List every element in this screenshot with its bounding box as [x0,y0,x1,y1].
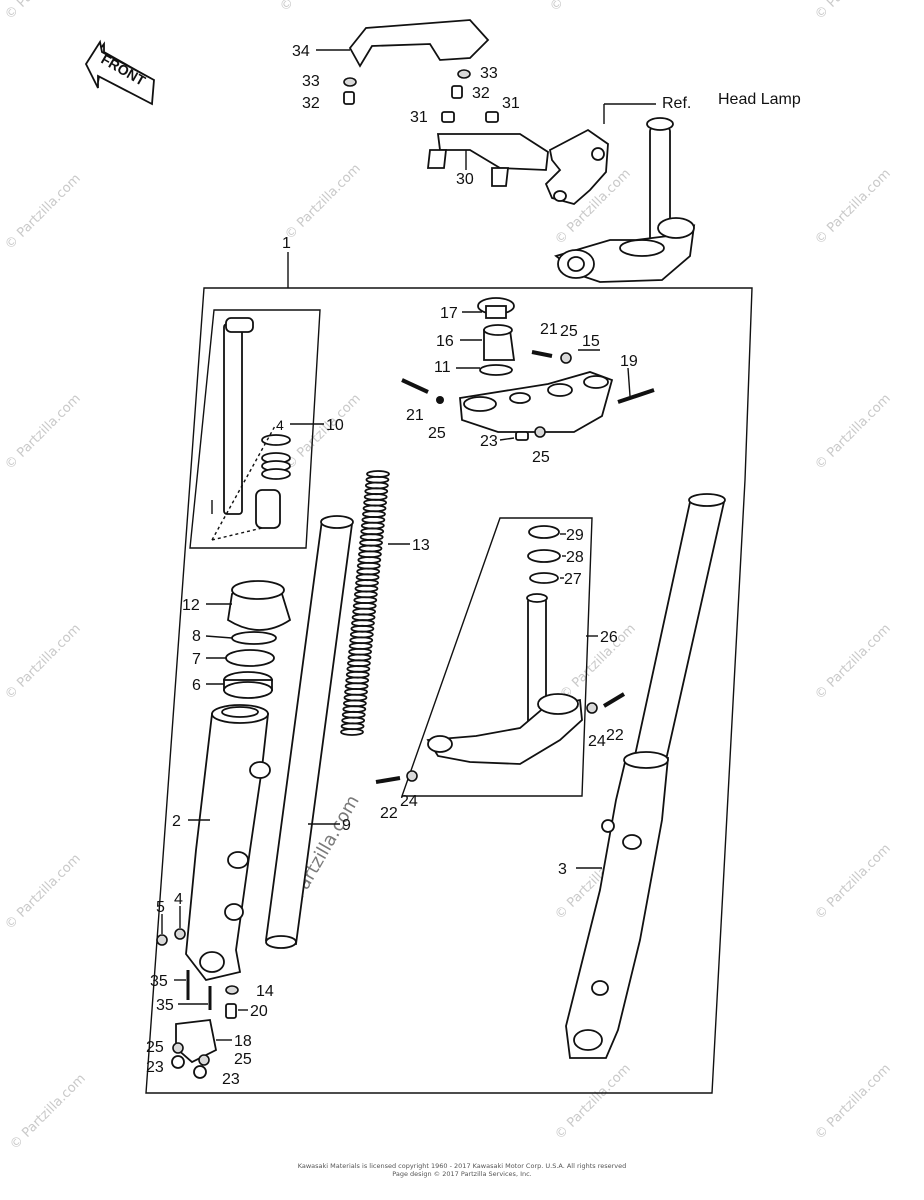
callout-24b: 24 [400,793,418,810]
fork-outer-tube-left: 2 [172,704,271,982]
fork-kit-outline: 1 [145,235,753,1094]
watermark: © Partzilla.com [812,1061,894,1143]
callout-34: 34 [292,43,310,60]
front-direction-arrow: FRONT [84,39,155,106]
spring-coil [340,728,364,736]
callout-25a: 25 [146,1039,164,1056]
callout-26: 26 [600,629,618,646]
callout-23a: 23 [146,1059,164,1076]
callout-24a: 24 [588,733,606,750]
watermark: © Partzilla.com [2,621,84,703]
callout-25e: 25 [532,449,550,466]
watermark: © Partzilla.com [812,0,894,23]
cap-bolt-stack: 17 16 11 [434,297,516,376]
callout-20: 20 [250,1003,268,1020]
watermark: © Partzilla.com [812,166,894,248]
callout-21a: 21 [540,321,558,338]
callout-33b: 33 [480,65,498,82]
callout-18: 18 [234,1033,252,1050]
callout-1: 1 [282,235,291,252]
callout-12: 12 [182,597,200,614]
callout-25d: 25 [428,425,446,442]
watermark: © Partzilla.com [282,391,364,473]
copyright-line-2: Page design © 2017 Partzilla Services, I… [392,1170,532,1178]
callout-11: 11 [434,359,451,376]
watermark: © Partzilla.com [2,0,84,23]
callout-15: 15 [582,333,600,350]
ref-label: Ref. [662,95,691,112]
callout-27: 27 [564,571,582,588]
fork-outer-tube-right: 3 [558,493,726,1059]
watermark: © Partzilla.com [557,621,639,703]
callout-2: 2 [172,813,181,830]
watermark: © Partzilla.com [552,1061,634,1143]
watermark: © Partzilla.com [812,391,894,473]
callout-8: 8 [192,628,201,645]
axle-clamp-parts: 35 35 14 20 18 25 23 25 23 [146,970,274,1088]
copyright-line-1: Kawasaki Materials is licensed copyright… [297,1162,627,1170]
callout-31a: 31 [410,109,428,126]
callout-35a: 35 [150,973,168,990]
callout-14: 14 [256,983,274,1000]
callout-32a: 32 [302,95,320,112]
steering-stem-top [554,117,696,283]
fork-inner-tube: 9 [264,515,354,949]
callout-29: 29 [566,527,584,544]
callout-23b: 23 [222,1071,240,1088]
callout-23c: 23 [480,433,498,450]
watermark: © Partzilla.com [7,1071,89,1153]
watermark: © Partzilla.com [2,391,84,473]
callout-30: 30 [456,171,474,188]
callout-33a: 33 [302,73,320,90]
callout-3: 3 [558,861,567,878]
drain-screw-parts: 5 4 [156,891,186,946]
watermark: © Partzilla.com [2,851,84,933]
handlebar-cover-bracket: 34 33 32 33 32 [292,19,498,112]
watermark-group: © Partzilla.com © Partzilla.com © Partzi… [2,0,894,1153]
callout-22b: 22 [380,805,398,822]
callout-25c: 25 [560,323,578,340]
callout-13: 13 [412,537,430,554]
callout-6: 6 [192,677,201,694]
callout-5: 5 [156,899,165,916]
callout-21b: 21 [406,407,424,424]
callout-32b: 32 [472,85,490,102]
callout-7: 7 [192,651,201,668]
callout-19: 19 [620,353,638,370]
watermark: © Partzilla.com [812,841,894,923]
watermark: © Partzilla.com [812,621,894,703]
headlamp-bracket: 31 31 30 Ref. Head Lamp [410,91,801,205]
callout-22a: 22 [606,727,624,744]
upper-fork-bracket: 21 25 15 19 21 25 23 25 [401,321,655,466]
callout-28: 28 [566,549,584,566]
watermark: © Partzilla.com [2,171,84,253]
dust-seal-stack: 12 8 7 6 [182,580,292,699]
fork-spring: 13 [340,470,430,736]
callout-9: 9 [342,817,351,834]
callout-4: 4 [174,891,183,908]
inner-tube-kit-box: 10 4 [189,309,344,549]
head-lamp-label: Head Lamp [718,91,801,108]
callout-17: 17 [440,305,458,322]
steering-stem-kit: 29 28 27 26 24 22 22 24 [375,517,626,822]
callout-25b: 25 [234,1051,252,1068]
copyright-notice: Kawasaki Materials is licensed copyright… [290,1162,634,1178]
callout-small-4: 4 [276,417,284,433]
watermark: © Partzilla.com [277,0,359,15]
watermark: © Partzilla.com [282,161,364,243]
callout-35b: 35 [156,997,174,1014]
callout-10: 10 [326,417,344,434]
watermark: © Partzilla.com [547,0,629,15]
callout-31b: 31 [502,95,520,112]
callout-16: 16 [436,333,454,350]
